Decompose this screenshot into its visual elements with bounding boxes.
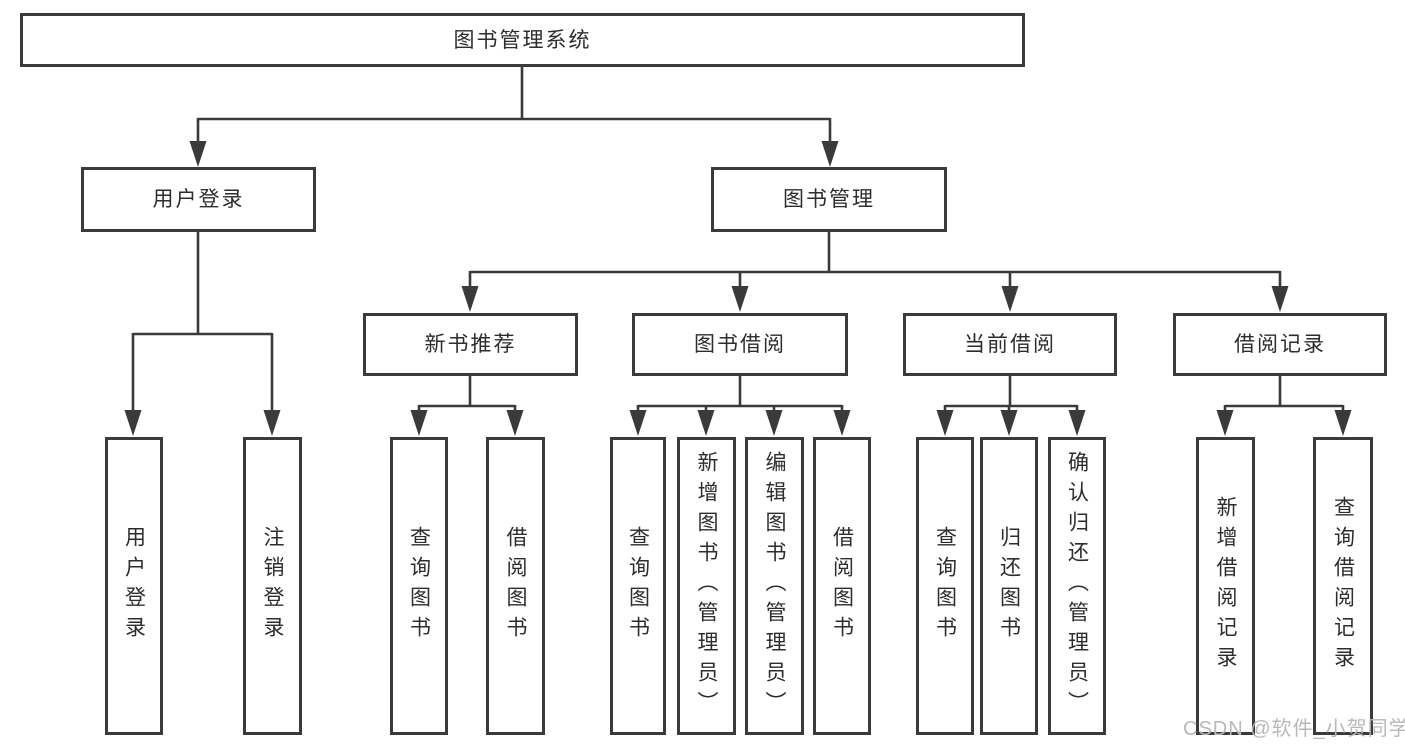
node-user-login: 用户登录 — [81, 167, 316, 232]
node-leaf-bb-edit-book: 编辑图书（管理员） — [745, 437, 804, 735]
node-leaf-cb-return-book: 归还图书 — [980, 437, 1038, 735]
node-book-mgmt: 图书管理 — [711, 167, 947, 232]
node-label: 编辑图书（管理员） — [763, 451, 786, 721]
node-label: 用户登录 — [122, 526, 146, 646]
node-root: 图书管理系统 — [20, 13, 1025, 67]
node-leaf-nbr-query-book: 查询图书 — [390, 437, 448, 735]
node-leaf-cb-query-book: 查询图书 — [916, 437, 974, 735]
node-new-book-rec: 新书推荐 — [363, 313, 578, 376]
node-label: 归还图书 — [997, 526, 1021, 646]
node-label: 借阅图书 — [504, 526, 527, 646]
node-label: 新增借阅记录 — [1214, 496, 1237, 676]
node-label: 借阅图书 — [830, 526, 854, 646]
node-label: 图书管理 — [783, 188, 875, 211]
node-label: 用户登录 — [152, 188, 245, 211]
node-label: 确认归还（管理员） — [1065, 451, 1089, 721]
node-current-borrow: 当前借阅 — [903, 313, 1117, 376]
node-label: 图书借阅 — [694, 333, 786, 356]
node-label: 新书推荐 — [424, 333, 517, 356]
node-leaf-bb-query-book: 查询图书 — [610, 437, 666, 735]
node-leaf-br-add-record: 新增借阅记录 — [1196, 437, 1255, 735]
node-label: 新增图书（管理员） — [695, 451, 718, 721]
node-leaf-bb-add-book: 新增图书（管理员） — [677, 437, 736, 735]
node-leaf-br-query-record: 查询借阅记录 — [1313, 437, 1373, 735]
node-borrow-records: 借阅记录 — [1173, 313, 1387, 376]
node-label: 当前借阅 — [964, 333, 1056, 356]
node-leaf-bb-borrow-book: 借阅图书 — [813, 437, 871, 735]
node-label: 查询图书 — [933, 526, 957, 646]
node-label: 图书管理系统 — [453, 28, 592, 52]
watermark: CSDN @软件_小贺同学 — [1183, 718, 1405, 740]
node-leaf-user-login: 用户登录 — [105, 437, 163, 735]
node-leaf-cb-confirm-return: 确认归还（管理员） — [1048, 437, 1106, 735]
node-label: 借阅记录 — [1234, 333, 1326, 356]
node-leaf-nbr-borrow-book: 借阅图书 — [486, 437, 545, 735]
node-book-borrow: 图书借阅 — [632, 313, 848, 376]
node-label: 查询借阅记录 — [1331, 496, 1355, 676]
node-label: 查询图书 — [626, 526, 650, 646]
node-label: 查询图书 — [407, 526, 431, 646]
node-leaf-logout: 注销登录 — [243, 437, 302, 735]
node-label: 注销登录 — [261, 526, 284, 646]
